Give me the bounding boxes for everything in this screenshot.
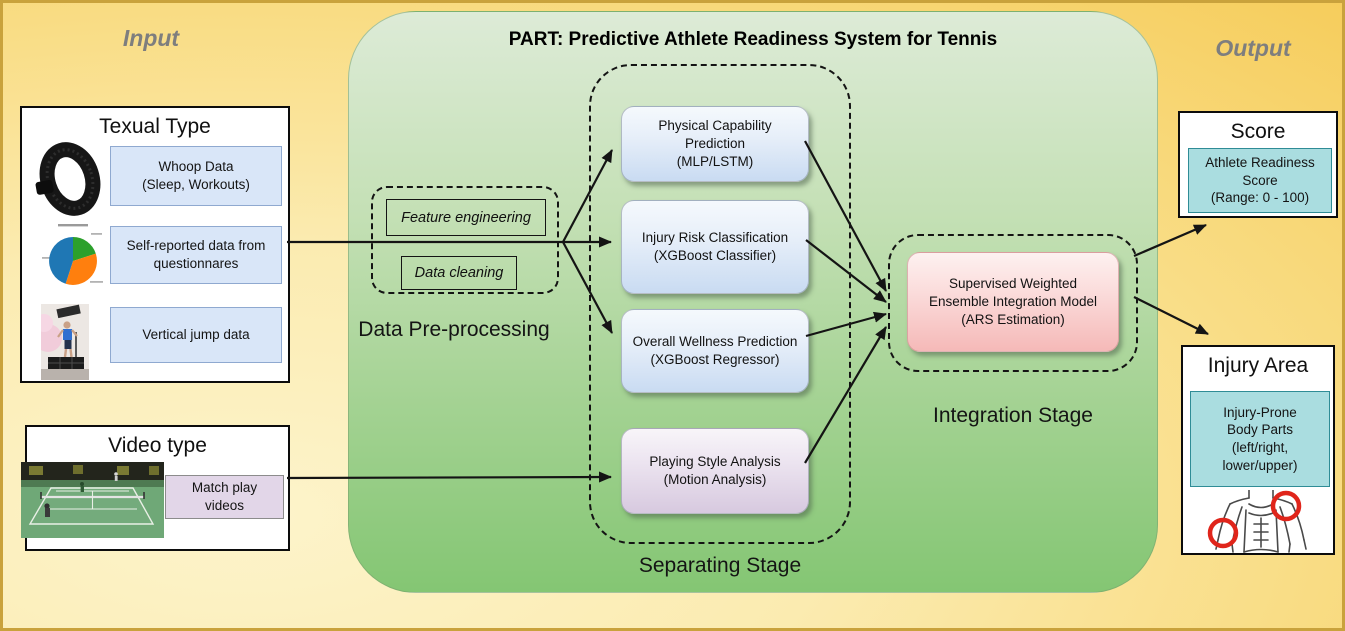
injury-prone-parts-chip: Injury-Prone Body Parts (left/right, low… <box>1190 391 1330 487</box>
preprocessing-stage-box: Feature engineering Data cleaning <box>371 186 559 294</box>
input-section-label: Input <box>122 25 180 51</box>
injury-area-output-box: Injury Area Injury-Prone Body Parts (lef… <box>1181 345 1335 555</box>
video-type-box: Video type Match play videos <box>21 425 290 551</box>
preprocessing-stage-label: Data Pre-processing <box>358 318 550 341</box>
match-play-videos-chip: Match play videos <box>165 475 284 519</box>
whoop-data-chip: Whoop Data (Sleep, Workouts) <box>110 146 282 206</box>
score-output-box: Score Athlete Readiness Score (Range: 0 … <box>1178 111 1338 218</box>
injury-area-title: Injury Area <box>1207 354 1309 377</box>
vertical-jump-chip: Vertical jump data <box>110 307 282 363</box>
whoop-band-image <box>35 140 101 218</box>
overall-wellness-model: Overall Wellness Prediction (XGBoost Reg… <box>621 309 809 393</box>
separating-stage-label: Separating Stage <box>638 554 802 577</box>
athlete-readiness-score-chip: Athlete Readiness Score (Range: 0 - 100) <box>1188 148 1332 213</box>
ensemble-integration-model: Supervised Weighted Ensemble Integration… <box>907 252 1119 352</box>
part-system-panel: PART: Predictive Athlete Readiness Syste… <box>348 11 1158 593</box>
body-injury-map-image <box>1207 490 1307 553</box>
textual-type-title: Texual Type <box>99 115 211 138</box>
integration-stage-label: Integration Stage <box>933 404 1093 427</box>
data-cleaning-step: Data cleaning <box>401 256 517 290</box>
output-section-label: Output <box>1215 35 1291 61</box>
feature-engineering-step: Feature engineering <box>386 199 546 236</box>
textual-type-box: Texual Type Whoop Data (Sleep, Workouts)… <box>20 106 290 383</box>
video-type-title: Video type <box>108 434 207 457</box>
playing-style-model: Playing Style Analysis (Motion Analysis) <box>621 428 809 514</box>
self-reported-data-chip: Self-reported data from questionnares <box>110 226 282 284</box>
system-title: PART: Predictive Athlete Readiness Syste… <box>508 29 998 50</box>
score-title: Score <box>1230 120 1286 143</box>
vertical-jump-photo-image <box>41 304 89 380</box>
tennis-match-video-image <box>21 462 164 538</box>
injury-risk-model: Injury Risk Classification (XGBoost Clas… <box>621 200 809 294</box>
questionnaire-pie-chart-image <box>41 221 105 291</box>
physical-capability-model: Physical Capability Prediction (MLP/LSTM… <box>621 106 809 182</box>
